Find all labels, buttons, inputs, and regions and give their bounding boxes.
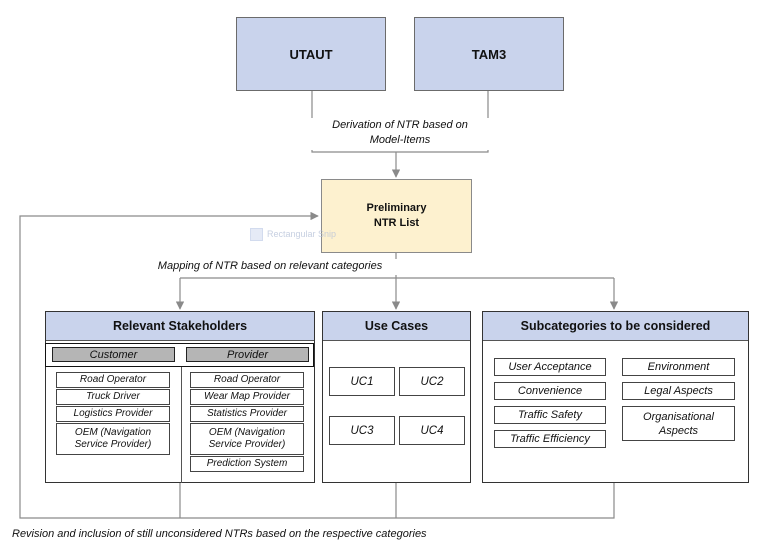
use-case-uc4: UC4 bbox=[399, 416, 465, 445]
provider-item-label: Wear Map Provider bbox=[204, 391, 290, 402]
ntr-list-line1: Preliminary bbox=[366, 202, 427, 214]
subcategory-organisational-aspects: Organisational Aspects bbox=[622, 406, 735, 441]
derivation-label-line1: Derivation of NTR based on bbox=[332, 119, 468, 131]
utaut-label: UTAUT bbox=[289, 46, 333, 62]
use-cases-title: Use Cases bbox=[323, 312, 470, 341]
stakeholder-group-header-row bbox=[45, 343, 314, 367]
use-case-label: UC4 bbox=[420, 424, 444, 437]
customer-item-road-operator: Road Operator bbox=[56, 372, 170, 388]
derivation-label-line2: Model-Items bbox=[369, 134, 431, 146]
mapping-label: Mapping of NTR based on relevant categor… bbox=[120, 259, 420, 275]
stakeholder-column-divider bbox=[181, 367, 182, 483]
utaut-box: UTAUT bbox=[236, 17, 386, 91]
provider-item-label: Statistics Provider bbox=[206, 408, 288, 419]
provider-header-label: Provider bbox=[227, 348, 268, 361]
tam3-label: TAM3 bbox=[471, 46, 507, 62]
use-case-uc3: UC3 bbox=[329, 416, 395, 445]
tam3-box: TAM3 bbox=[414, 17, 564, 91]
snip-watermark-text: Rectangular Snip bbox=[267, 229, 337, 239]
provider-item-statistics-provider: Statistics Provider bbox=[190, 406, 304, 422]
use-case-label: UC3 bbox=[350, 424, 374, 437]
use-case-uc1: UC1 bbox=[329, 367, 395, 396]
subcategory-convenience: Convenience bbox=[494, 382, 606, 400]
customer-item-logistics-provider: Logistics Provider bbox=[56, 406, 170, 422]
customer-item-label: Logistics Provider bbox=[73, 408, 153, 419]
customer-item-oem: OEM (Navigation Service Provider) bbox=[56, 423, 170, 455]
rectangular-snip-watermark: Rectangular Snip bbox=[250, 225, 370, 243]
customer-header: Customer bbox=[52, 347, 175, 362]
use-case-uc2: UC2 bbox=[399, 367, 465, 396]
snip-icon bbox=[250, 227, 263, 241]
subcategory-label: Organisational Aspects bbox=[643, 410, 714, 437]
provider-item-prediction-system: Prediction System bbox=[190, 456, 304, 472]
customer-header-label: Customer bbox=[89, 348, 138, 361]
subcategory-label: Legal Aspects bbox=[644, 385, 713, 397]
subcategories-title: Subcategories to be considered bbox=[483, 312, 748, 341]
provider-item-oem: OEM (Navigation Service Provider) bbox=[190, 423, 304, 455]
provider-item-road-operator: Road Operator bbox=[190, 372, 304, 388]
subcategory-traffic-efficiency: Traffic Efficiency bbox=[494, 430, 606, 448]
revision-label: Revision and inclusion of still unconsid… bbox=[12, 527, 532, 543]
customer-item-label: Road Operator bbox=[79, 374, 147, 385]
use-cases-panel: Use Cases bbox=[322, 311, 471, 483]
mapping-label-text: Mapping of NTR based on relevant categor… bbox=[157, 260, 383, 272]
subcategory-label: Environment bbox=[647, 361, 710, 373]
subcategory-traffic-safety: Traffic Safety bbox=[494, 406, 606, 424]
customer-item-label: Truck Driver bbox=[86, 391, 140, 402]
use-case-label: UC2 bbox=[420, 375, 444, 388]
provider-header: Provider bbox=[186, 347, 309, 362]
customer-item-label: OEM (Navigation Service Provider) bbox=[74, 427, 152, 450]
customer-item-truck-driver: Truck Driver bbox=[56, 389, 170, 405]
provider-item-label: Road Operator bbox=[213, 374, 281, 385]
preliminary-ntr-list-box: Preliminary NTR List bbox=[321, 179, 472, 253]
subcategory-label: Traffic Safety bbox=[518, 409, 582, 421]
subcategory-user-acceptance: User Acceptance bbox=[494, 358, 606, 376]
subcategory-legal-aspects: Legal Aspects bbox=[622, 382, 735, 400]
provider-item-wear-map-provider: Wear Map Provider bbox=[190, 389, 304, 405]
provider-item-label: Prediction System bbox=[206, 458, 288, 469]
stakeholders-title: Relevant Stakeholders bbox=[46, 312, 314, 341]
subcategory-label: User Acceptance bbox=[508, 361, 592, 373]
derivation-label: Derivation of NTR based on Model-Items bbox=[300, 118, 500, 150]
subcategory-environment: Environment bbox=[622, 358, 735, 376]
provider-item-label: OEM (Navigation Service Provider) bbox=[208, 427, 286, 450]
subcategory-label: Traffic Efficiency bbox=[510, 433, 590, 445]
subcategory-label: Convenience bbox=[517, 385, 583, 397]
use-case-label: UC1 bbox=[350, 375, 374, 388]
ntr-list-line2: NTR List bbox=[373, 217, 420, 229]
revision-loop-line bbox=[19, 216, 615, 519]
revision-label-text: Revision and inclusion of still unconsid… bbox=[12, 528, 427, 540]
